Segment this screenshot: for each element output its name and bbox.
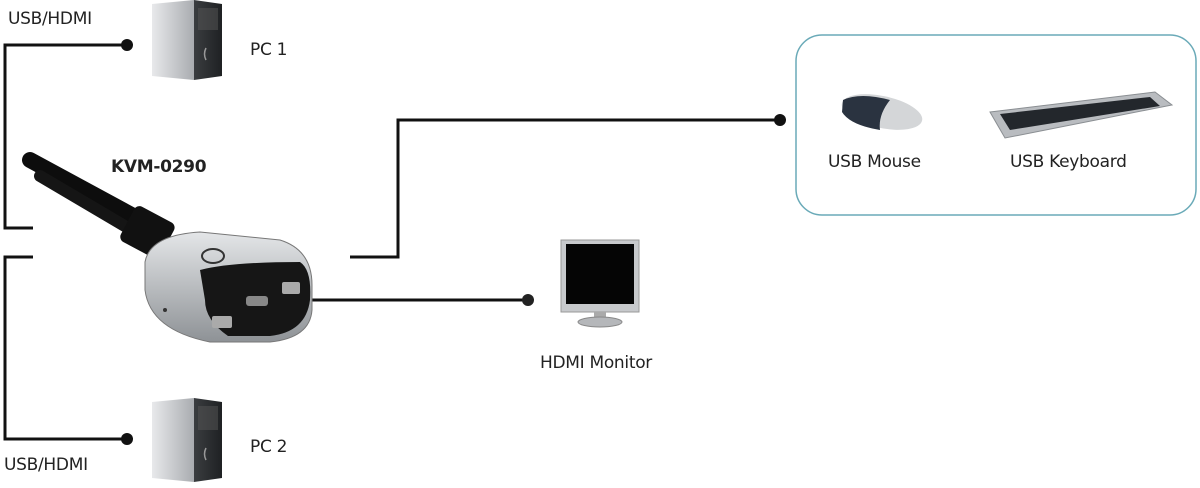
pc2-label: PC 2 (250, 437, 288, 457)
pc1-cable-line (3, 43, 127, 230)
pc2-cable-label: USB/HDMI (4, 455, 88, 475)
pc1-label: PC 1 (250, 40, 288, 60)
pc2-connector-dot (121, 433, 133, 445)
pc2-cable-line (3, 255, 127, 441)
kvm-switch-icon (22, 152, 313, 343)
monitor-icon (560, 239, 640, 328)
monitor-label: HDMI Monitor (540, 353, 652, 373)
pc1-connector-dot (121, 39, 133, 51)
kvm-model-label: KVM-0290 (111, 157, 207, 177)
pc-connection-lines (3, 43, 780, 441)
keyboard-icon (989, 91, 1174, 139)
usb-peripheral-line (350, 118, 780, 259)
peripheral-connector-dot (774, 114, 786, 126)
keyboard-label: USB Keyboard (1010, 152, 1127, 172)
pc-tower-icon (152, 398, 222, 482)
pc1-cable-label: USB/HDMI (8, 9, 92, 29)
mouse-label: USB Mouse (828, 152, 921, 172)
peripheral-group-box (795, 34, 1197, 216)
monitor-connector-dot (522, 294, 534, 306)
mouse-icon (841, 94, 923, 130)
pc-tower-icon (152, 0, 222, 80)
